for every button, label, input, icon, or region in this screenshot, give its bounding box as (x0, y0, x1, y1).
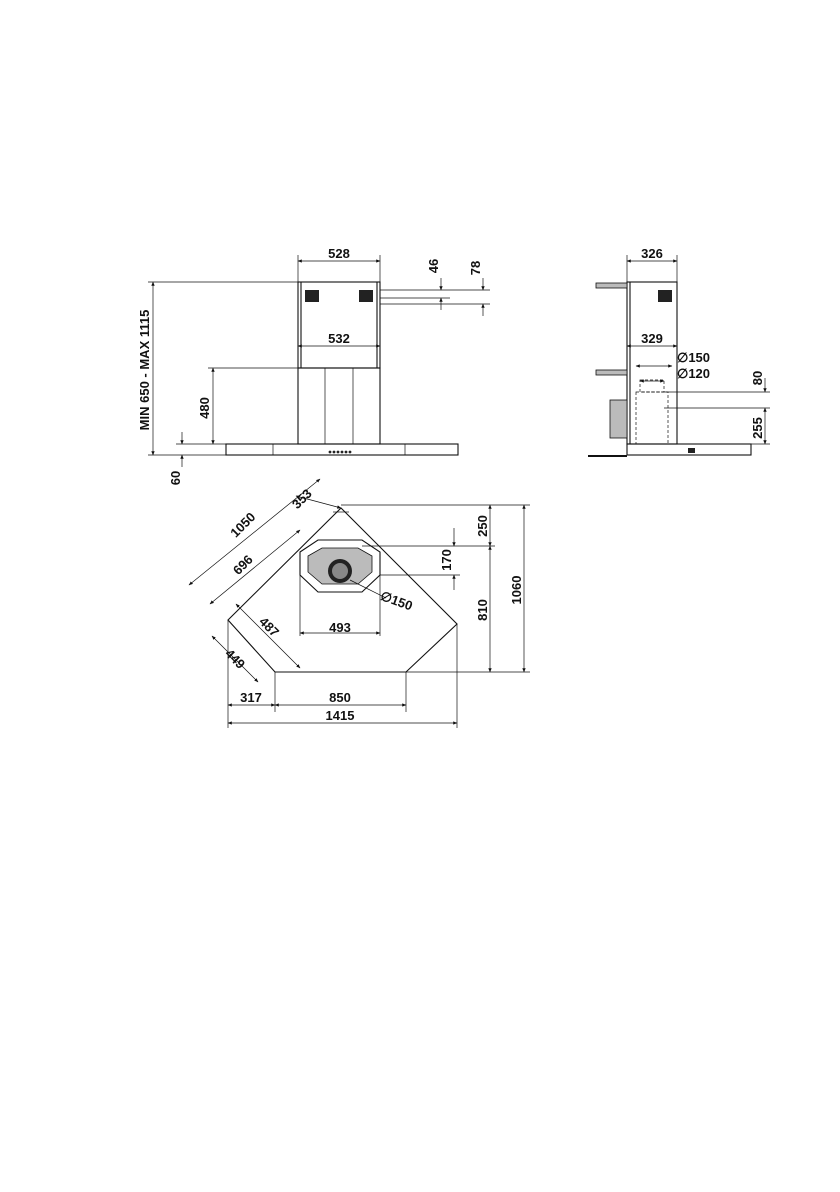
wall-bracket-top (596, 283, 627, 288)
plan-view: 1050 353 696 487 449 493 ∅150 250 170 81… (189, 479, 530, 728)
dim-317: 317 (240, 690, 262, 705)
dim-1050: 1050 (227, 509, 258, 540)
dim-outlet-120: ∅120 (677, 366, 710, 381)
dim-326: 326 (641, 246, 663, 261)
dim-78: 78 (468, 261, 483, 275)
dim-plan-outlet-150: ∅150 (378, 588, 414, 613)
plan-outline (228, 508, 457, 672)
dim-255: 255 (750, 417, 765, 439)
side-motor-box (610, 400, 627, 438)
dim-532: 532 (328, 331, 350, 346)
vent-grille-left (305, 290, 319, 302)
chimney-lower (298, 368, 380, 444)
side-vent-grille (658, 290, 672, 302)
side-view: 326 329 ∅150 ∅120 80 255 (588, 246, 770, 456)
dim-353: 353 (289, 486, 315, 512)
dim-46: 46 (426, 259, 441, 273)
wall-bracket-mid (596, 370, 627, 375)
dim-1415: 1415 (326, 708, 355, 723)
dim-80: 80 (750, 371, 765, 385)
control-buttons (329, 451, 352, 454)
dim-329: 329 (641, 331, 663, 346)
dim-60: 60 (168, 471, 183, 485)
dim-250: 250 (475, 515, 490, 537)
dim-487: 487 (256, 614, 282, 640)
dim-810: 810 (475, 599, 490, 621)
dim-528: 528 (328, 246, 350, 261)
dim-480: 480 (197, 397, 212, 419)
dim-min-max-height: MIN 650 - MAX 1115 (137, 310, 152, 431)
dim-outlet-150: ∅150 (677, 350, 710, 365)
dim-696: 696 (230, 552, 256, 578)
dim-1060: 1060 (509, 576, 524, 605)
side-chimney (627, 282, 677, 444)
front-view: 528 532 46 78 MIN 650 - MAX 1115 480 60 (137, 246, 490, 485)
dim-170: 170 (439, 549, 454, 571)
dim-850: 850 (329, 690, 351, 705)
dim-493: 493 (329, 620, 351, 635)
vent-grille-right (359, 290, 373, 302)
